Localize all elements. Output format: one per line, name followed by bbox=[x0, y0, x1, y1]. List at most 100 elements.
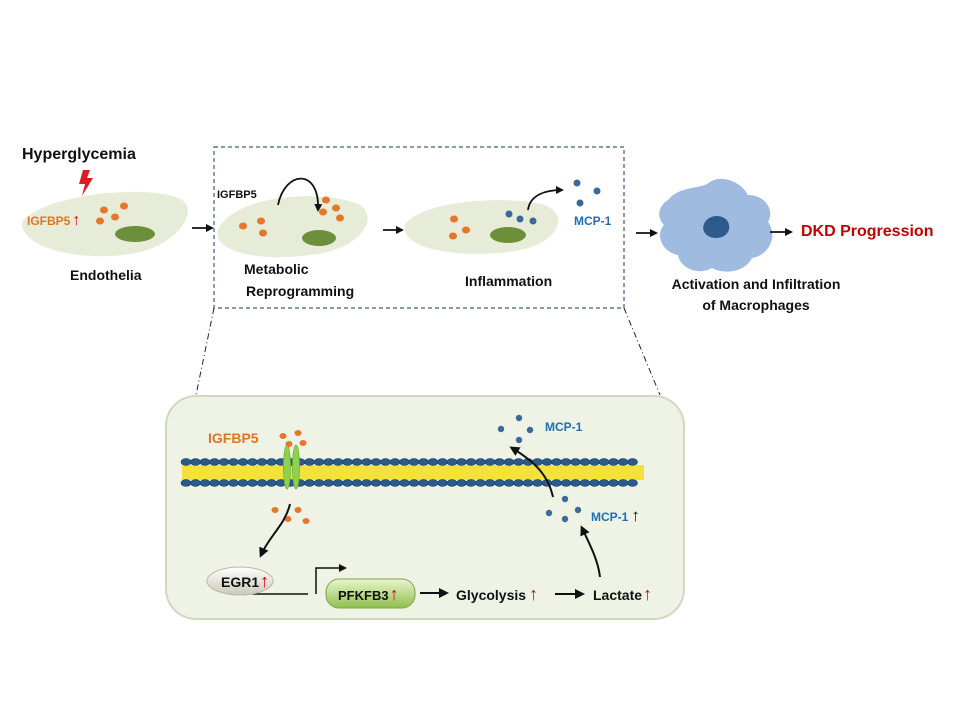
lipid-head bbox=[627, 479, 638, 487]
lipid-head bbox=[513, 458, 524, 466]
lipid-head bbox=[237, 479, 249, 487]
pfkfb3-text: PFKFB3 bbox=[338, 588, 389, 603]
lipid-head bbox=[199, 479, 211, 487]
nucleus-icon bbox=[302, 230, 336, 246]
lipid-head bbox=[247, 458, 258, 466]
lipid-head bbox=[351, 479, 363, 487]
lipid-head bbox=[456, 458, 467, 466]
lipid-head bbox=[598, 479, 610, 487]
dkd-progression-label: DKD Progression bbox=[801, 223, 934, 240]
egr1-node bbox=[206, 566, 274, 596]
lipid-head bbox=[475, 479, 486, 487]
lipid-head bbox=[313, 458, 325, 466]
igfbp5-particles bbox=[96, 202, 128, 225]
lipid-head bbox=[237, 458, 249, 466]
up-arrow-icon: ↑ bbox=[631, 506, 640, 525]
lipid-head bbox=[304, 479, 315, 487]
lipid-head bbox=[304, 458, 315, 466]
endothelial-cell-3 bbox=[404, 200, 559, 254]
glycolysis-text: Glycolysis bbox=[456, 587, 527, 603]
lipid-head bbox=[380, 458, 391, 466]
igfbp5-up-label: IGFBP5↑ bbox=[27, 213, 80, 229]
lipid-head bbox=[494, 479, 505, 487]
lipid-head bbox=[627, 458, 638, 466]
mcp1-inside-label: MCP-1↑ bbox=[591, 507, 640, 524]
lipid-head bbox=[589, 479, 600, 487]
lipid-head bbox=[589, 458, 600, 466]
lipid-head bbox=[446, 458, 458, 466]
lipid-head bbox=[256, 458, 268, 466]
lactate-text: Lactate bbox=[593, 587, 643, 603]
lipid-head bbox=[617, 479, 629, 487]
lipid-head bbox=[532, 479, 543, 487]
lipid-head bbox=[427, 458, 439, 466]
igfbp5-text: IGFBP5 bbox=[27, 214, 71, 228]
lipid-head bbox=[418, 458, 429, 466]
lipid-head bbox=[323, 479, 334, 487]
lipid-head bbox=[617, 458, 629, 466]
macrophage-label-2: of Macrophages bbox=[702, 297, 810, 313]
metabolic-label-1: Metabolic bbox=[244, 261, 309, 277]
secretion-arrow bbox=[527, 186, 564, 211]
lipid-head bbox=[370, 479, 382, 487]
lipid-head bbox=[380, 479, 391, 487]
lipid-head bbox=[256, 479, 268, 487]
lipid-head bbox=[446, 479, 458, 487]
up-arrow-icon: ↑ bbox=[389, 584, 399, 604]
lipid-head bbox=[351, 458, 363, 466]
lipid-head bbox=[522, 479, 534, 487]
nucleus-icon bbox=[115, 226, 155, 242]
lipid-head bbox=[570, 458, 581, 466]
lipid-head bbox=[332, 458, 344, 466]
igfbp5-particles bbox=[449, 215, 470, 240]
lipid-head bbox=[389, 458, 401, 466]
lipid-head bbox=[342, 479, 353, 487]
inflammation-label: Inflammation bbox=[465, 273, 553, 289]
mcp1-particles bbox=[497, 414, 582, 523]
zoom-line-left bbox=[195, 307, 215, 396]
lipid-head bbox=[399, 458, 410, 466]
lipid-head bbox=[465, 479, 477, 487]
lipid-head bbox=[503, 479, 515, 487]
mcp1-particles bbox=[505, 179, 601, 225]
lipid-head bbox=[608, 458, 619, 466]
up-arrow-icon: ↑ bbox=[260, 571, 270, 591]
lipid-head bbox=[551, 479, 562, 487]
lipid-head bbox=[361, 458, 372, 466]
hyperglycemia-label: Hyperglycemia bbox=[22, 146, 136, 163]
lipid-head bbox=[408, 479, 420, 487]
lipid-head bbox=[475, 458, 486, 466]
lipid-head bbox=[465, 458, 477, 466]
process-dashed-box bbox=[213, 146, 625, 309]
lipid-head bbox=[332, 479, 344, 487]
lactate-label: Lactate↑ bbox=[593, 585, 652, 603]
igfbp5-particles bbox=[271, 430, 310, 524]
lipid-head bbox=[218, 479, 230, 487]
lipid-head bbox=[579, 479, 591, 487]
macrophage-label-1: Activation and Infiltration bbox=[671, 276, 841, 292]
pfkfb3-node bbox=[325, 578, 416, 609]
cell-membrane bbox=[180, 458, 644, 487]
lipid-head bbox=[180, 458, 192, 466]
lipid-head bbox=[484, 479, 496, 487]
transcription-arrow bbox=[315, 564, 347, 594]
macrophage-nucleus-icon bbox=[703, 216, 730, 238]
metabolic-label-2: Reprogramming bbox=[246, 283, 355, 299]
pfkfb3-label: PFKFB3↑ bbox=[338, 585, 399, 603]
lipid-head bbox=[389, 479, 401, 487]
glycolysis-label: Glycolysis↑ bbox=[456, 585, 538, 603]
lipid-head bbox=[408, 458, 420, 466]
up-arrow-icon: ↑ bbox=[72, 212, 81, 229]
lipid-head bbox=[313, 479, 325, 487]
lipid-head bbox=[456, 479, 467, 487]
mcp1-outside-label: MCP-1 bbox=[545, 420, 583, 434]
up-arrow-icon: ↑ bbox=[529, 584, 539, 604]
igfbp5-particles bbox=[239, 196, 344, 237]
lipid-head bbox=[570, 479, 581, 487]
lipid-head bbox=[541, 458, 553, 466]
lipid-head bbox=[266, 479, 277, 487]
lipid-head bbox=[427, 479, 439, 487]
lipid-head bbox=[560, 479, 572, 487]
lipid-head bbox=[551, 458, 562, 466]
lipid-head bbox=[209, 479, 220, 487]
